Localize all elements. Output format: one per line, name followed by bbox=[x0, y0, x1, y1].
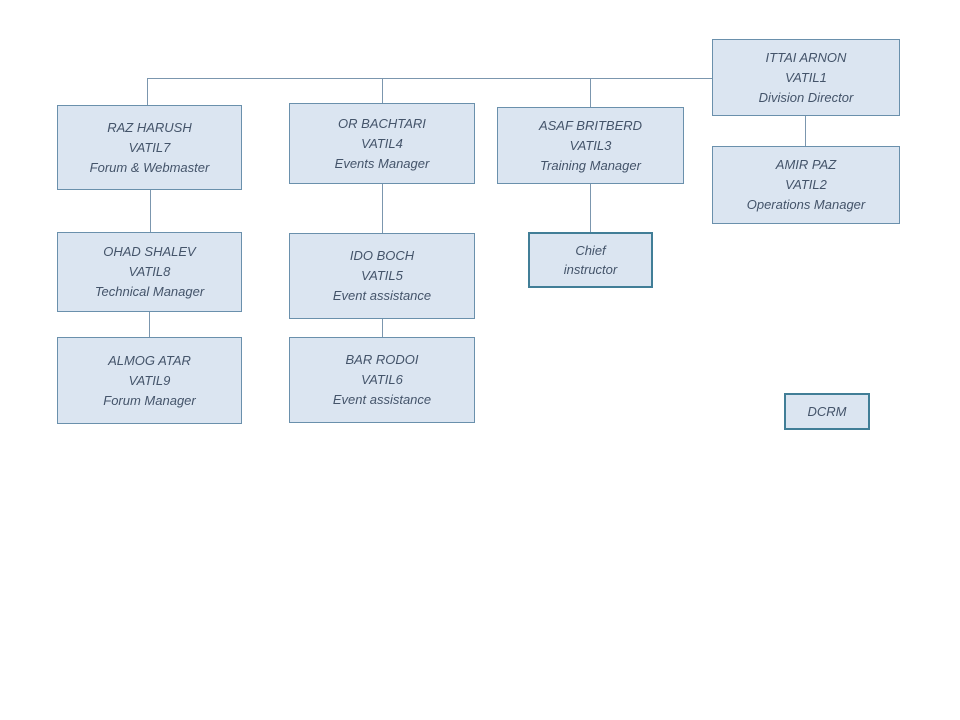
person-name: ASAF BRITBERD bbox=[538, 117, 643, 133]
person-code: VATIL6 bbox=[361, 372, 403, 387]
person-name: IDO BOCH bbox=[349, 248, 415, 263]
person-role: Technical Manager bbox=[94, 284, 205, 299]
person-role: Event assistance bbox=[332, 288, 432, 303]
person-code: VATIL8 bbox=[128, 264, 171, 279]
org-node-dcrm: DCRM bbox=[784, 393, 870, 430]
person-code: VATIL2 bbox=[785, 177, 827, 192]
person-name: OR BACHTARI bbox=[338, 115, 426, 131]
connector-ido-bar bbox=[382, 319, 383, 337]
connector-to-or bbox=[382, 78, 383, 103]
role-line-1: Chief bbox=[575, 243, 606, 258]
org-node-amir-paz: AMIR PAZ VATIL2 Operations Manager bbox=[712, 146, 900, 224]
person-role: Operations Manager bbox=[746, 197, 866, 212]
person-name: BAR RODOI bbox=[345, 352, 419, 367]
connector-top-horizontal bbox=[147, 78, 712, 79]
connector-or-ido bbox=[382, 184, 383, 233]
person-role: Events Manager bbox=[334, 155, 430, 171]
org-node-chief-instructor: Chief instructor bbox=[528, 232, 653, 288]
person-name: RAZ HARUSH bbox=[107, 119, 192, 135]
person-role: Event assistance bbox=[332, 392, 432, 407]
connector-asaf-chief bbox=[590, 184, 591, 232]
person-name: ALMOG ATAR bbox=[108, 352, 191, 368]
connector-to-asaf bbox=[590, 78, 591, 107]
person-code: VATIL1 bbox=[785, 69, 827, 85]
org-node-bar-rodoi: BAR RODOI VATIL6 Event assistance bbox=[289, 337, 475, 423]
org-node-ohad-shalev: OHAD SHALEV VATIL8 Technical Manager bbox=[57, 232, 242, 312]
person-role: Forum & Webmaster bbox=[89, 159, 210, 175]
role-line-2: instructor bbox=[563, 262, 618, 277]
org-node-raz-harush: RAZ HARUSH VATIL7 Forum & Webmaster bbox=[57, 105, 242, 190]
person-role: Division Director bbox=[758, 89, 854, 105]
person-code: VATIL7 bbox=[128, 139, 171, 155]
person-role: Training Manager bbox=[540, 157, 641, 173]
person-code: VATIL5 bbox=[361, 268, 403, 283]
org-node-ido-boch: IDO BOCH VATIL5 Event assistance bbox=[289, 233, 475, 319]
org-node-asaf-britberd: ASAF BRITBERD VATIL3 Training Manager bbox=[497, 107, 684, 184]
dcrm-label: DCRM bbox=[807, 404, 847, 419]
connector-to-raz bbox=[147, 78, 148, 105]
person-code: VATIL9 bbox=[128, 372, 171, 388]
connector-ittai-amir bbox=[805, 116, 806, 146]
connector-ohad-almog bbox=[149, 312, 150, 337]
org-node-or-bachtari: OR BACHTARI VATIL4 Events Manager bbox=[289, 103, 475, 184]
person-code: VATIL3 bbox=[569, 137, 612, 153]
person-name: OHAD SHALEV bbox=[103, 244, 196, 259]
person-name: AMIR PAZ bbox=[775, 157, 837, 172]
person-code: VATIL4 bbox=[361, 135, 403, 151]
person-role: Forum Manager bbox=[103, 392, 196, 408]
org-node-almog-atar: ALMOG ATAR VATIL9 Forum Manager bbox=[57, 337, 242, 424]
person-name: ITTAI ARNON bbox=[765, 49, 847, 65]
org-node-ittai-arnon: ITTAI ARNON VATIL1 Division Director bbox=[712, 39, 900, 116]
connector-raz-ohad bbox=[150, 190, 151, 232]
